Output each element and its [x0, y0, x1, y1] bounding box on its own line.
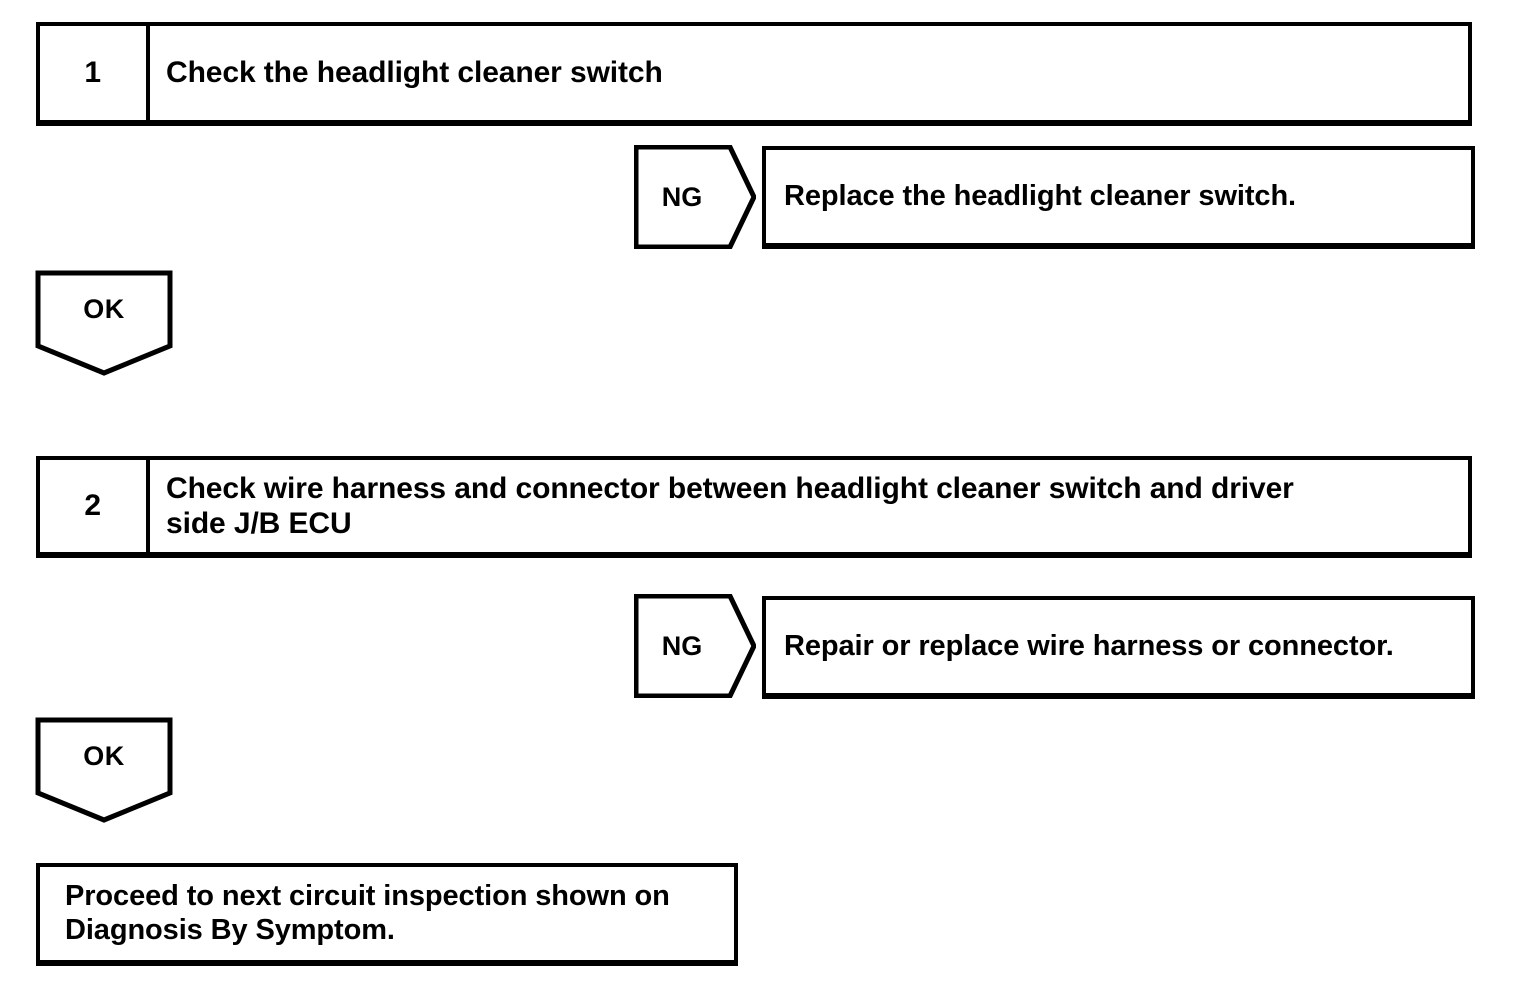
step-1-ng-result-line-1: Replace the headlight cleaner switch. — [784, 179, 1297, 212]
step-2-text-line-2: side J/B ECU — [166, 507, 352, 540]
terminal-line-1: Proceed to next circuit inspection shown… — [65, 879, 670, 912]
step-2-text: Check wire harness and connector between… — [150, 460, 1468, 552]
step-2-ok-tag: OK — [35, 717, 173, 823]
step-2-number: 2 — [40, 460, 150, 552]
ok-pentagon-icon — [35, 270, 173, 376]
ng-pentagon-icon — [634, 594, 756, 698]
ok-pentagon-icon — [35, 717, 173, 823]
step-2-ng-label: NG — [661, 630, 703, 661]
step-1-number: 1 — [40, 26, 150, 120]
step-1-ng-result-box: Replace the headlight cleaner switch. — [762, 146, 1475, 249]
terminal-line-2: Diagnosis By Symptom. — [65, 913, 395, 946]
step-2-ng-tag: NG — [634, 594, 756, 698]
step-1-text: Check the headlight cleaner switch — [150, 26, 1468, 120]
terminal-box: Proceed to next circuit inspection shown… — [36, 863, 738, 966]
ng-pentagon-icon — [634, 145, 756, 249]
step-2-ng-result-line-1: Repair or replace wire harness or connec… — [784, 629, 1394, 662]
step-2-text-line-1: Check wire harness and connector between… — [166, 471, 1294, 505]
step-1-ok-tag: OK — [35, 270, 173, 376]
step-1-text-line-1: Check the headlight cleaner switch — [166, 56, 663, 90]
step-2-ok-label: OK — [83, 740, 125, 771]
step-2-ng-result-box: Repair or replace wire harness or connec… — [762, 596, 1475, 699]
step-1-ng-tag: NG — [634, 145, 756, 249]
step-1-ng-label: NG — [661, 181, 703, 212]
step-1-box: 1 Check the headlight cleaner switch — [36, 22, 1472, 126]
step-2-box: 2 Check wire harness and connector betwe… — [36, 456, 1472, 558]
step-1-ok-label: OK — [83, 293, 125, 324]
